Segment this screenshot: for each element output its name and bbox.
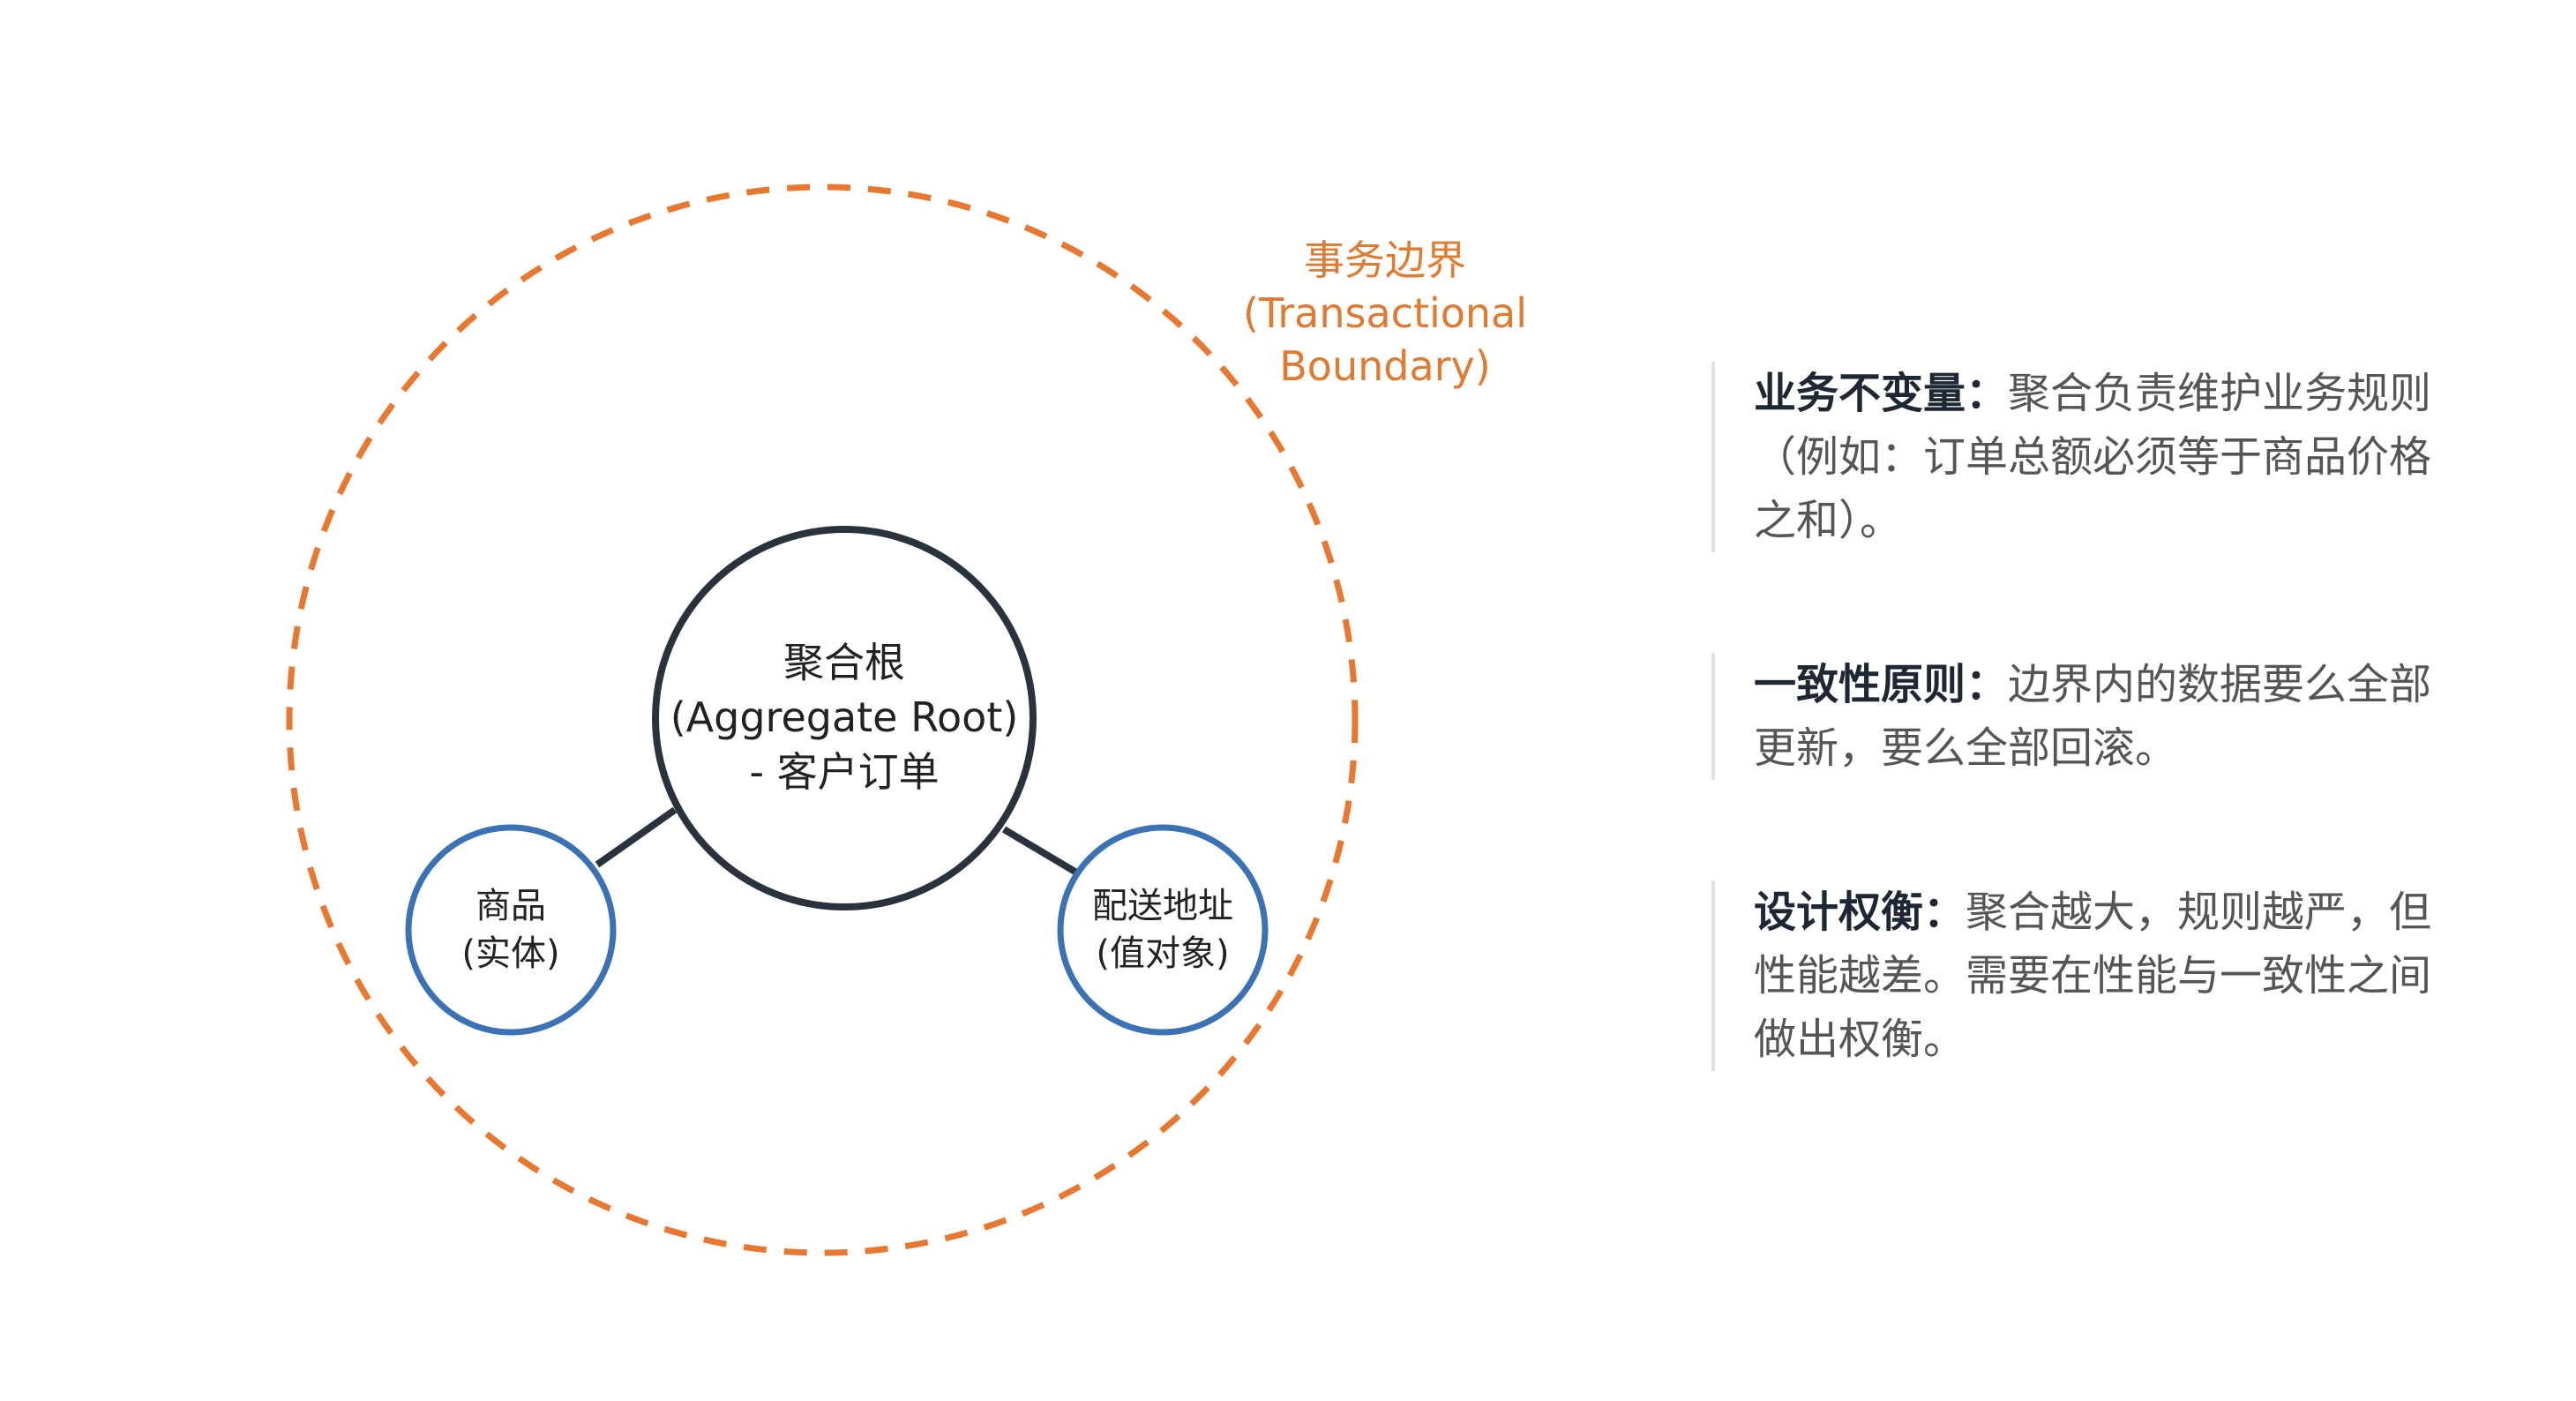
note-body: 边界内的数据要么全部更新，要么全部回滚。 xyxy=(1754,660,2432,773)
entity-label: 商品 (实体) xyxy=(408,882,614,978)
boundary-title: 事务边界 xyxy=(1304,236,1466,284)
entity-circle xyxy=(405,824,617,1036)
aggregate-root-circle xyxy=(652,526,1037,910)
note-heading: 设计权衡： xyxy=(1754,888,1966,937)
entity-line-2: (实体) xyxy=(461,933,560,974)
connector-value-object xyxy=(1001,826,1081,877)
connector-entity xyxy=(595,806,678,868)
note-body: 聚合负责维护业务规则（例如：订单总额必须等于商品价格之和）。 xyxy=(1754,369,2432,545)
note-heading: 业务不变量： xyxy=(1754,369,2009,418)
boundary-subtitle-2: Boundary) xyxy=(1279,342,1491,390)
root-line-1: 聚合根 xyxy=(783,639,905,686)
value-object-circle xyxy=(1057,824,1269,1036)
value-object-line-1: 配送地址 xyxy=(1092,886,1233,926)
value-object-line-2: (值对象) xyxy=(1096,933,1230,974)
value-object-label: 配送地址 (值对象) xyxy=(1060,882,1266,978)
boundary-label: 事务边界 (Transactional Boundary) xyxy=(1217,234,1553,393)
note-invariants: 业务不变量：聚合负责维护业务规则（例如：订单总额必须等于商品价格之和）。 xyxy=(1711,362,2470,552)
note-heading: 一致性原则： xyxy=(1754,660,2009,709)
note-consistency: 一致性原则：边界内的数据要么全部更新，要么全部回滚。 xyxy=(1711,653,2470,780)
aggregate-root-label: 聚合根 (Aggregate Root) - 客户订单 xyxy=(653,635,1036,799)
root-line-3: - 客户订单 xyxy=(749,748,940,796)
note-tradeoff: 设计权衡：聚合越大，规则越严，但性能越差。需要在性能与一致性之间做出权衡。 xyxy=(1711,880,2470,1071)
entity-line-1: 商品 xyxy=(476,886,546,926)
note-body: 聚合越大，规则越严，但性能越差。需要在性能与一致性之间做出权衡。 xyxy=(1754,888,2432,1064)
boundary-subtitle-1: (Transactional xyxy=(1242,289,1528,337)
transaction-boundary-circle xyxy=(286,184,1359,1256)
root-line-2: (Aggregate Root) xyxy=(670,693,1019,741)
